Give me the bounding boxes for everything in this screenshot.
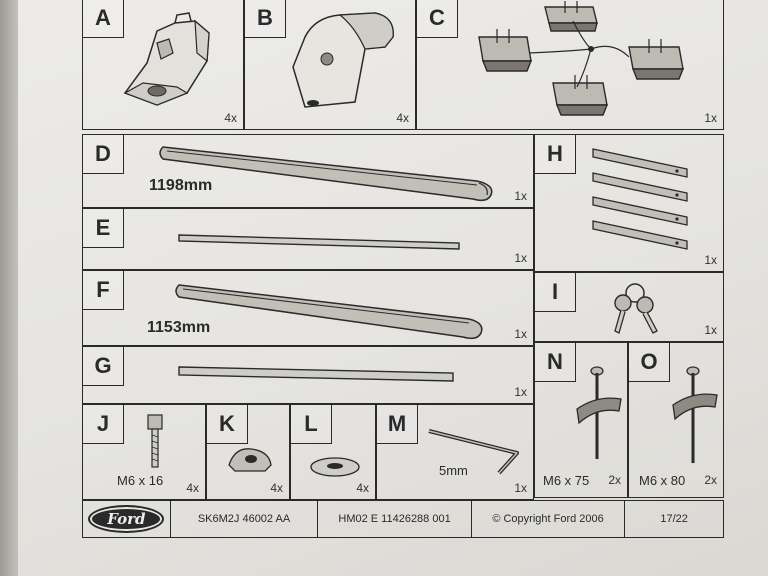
part-d-length: 1198mm xyxy=(149,177,213,194)
footer-copyright: © Copyright Ford 2006 xyxy=(472,501,626,537)
footer-logo-cell: Ford xyxy=(83,501,171,537)
part-b-qty: 4x xyxy=(396,111,409,125)
part-h-letter: H xyxy=(534,134,576,174)
part-l-cell: L 4x xyxy=(290,404,376,500)
foot-cover-illustration xyxy=(292,12,394,108)
part-k-qty: 4x xyxy=(270,481,283,495)
part-n-letter: N xyxy=(534,342,576,382)
part-e-letter: E xyxy=(82,208,124,248)
keys-illustration xyxy=(614,283,658,334)
binder-edge xyxy=(0,0,18,576)
washer-shaped-illustration xyxy=(228,448,272,472)
part-d-qty: 1x xyxy=(514,189,527,203)
part-c-qty: 1x xyxy=(704,111,717,125)
part-g-cell: G 1x xyxy=(82,346,534,404)
part-b-letter: B xyxy=(244,0,286,38)
part-g-letter: G xyxy=(82,346,124,386)
part-l-letter: L xyxy=(290,404,332,444)
part-o-qty: 2x xyxy=(704,473,717,487)
roof-bar-long-illustration xyxy=(159,146,493,202)
lock-cable-pads-illustration xyxy=(478,1,685,116)
part-e-cell: E 1x xyxy=(82,208,534,270)
part-j-letter: J xyxy=(82,404,124,444)
part-m-spec: 5mm xyxy=(439,463,468,478)
roof-bar-short-illustration xyxy=(175,284,483,340)
part-o-spec: M6 x 80 xyxy=(639,473,686,488)
part-j-spec: M6 x 16 xyxy=(117,473,164,488)
part-i-cell: I 1x xyxy=(534,272,724,342)
footer-bar: Ford SK6M2J 46002 AA HM02 E 11426288 001… xyxy=(82,500,724,538)
fitting-strips-illustration xyxy=(592,148,688,250)
allen-key-illustration xyxy=(428,429,519,475)
part-d-letter: D xyxy=(82,134,124,174)
part-k-cell: K 4x xyxy=(206,404,290,500)
bolt-o-illustration xyxy=(672,366,718,463)
part-o-letter: O xyxy=(628,342,670,382)
part-f-qty: 1x xyxy=(514,327,527,341)
part-f-length: 1153mm xyxy=(147,319,211,336)
part-c-cell: C 1x xyxy=(416,0,724,130)
footer-part-number: SK6M2J 46002 AA xyxy=(171,501,319,537)
part-h-cell: H 1x xyxy=(534,134,724,272)
flat-washer-illustration xyxy=(310,457,360,477)
screw-illustration xyxy=(147,414,163,468)
rubber-strip-short-illustration xyxy=(178,366,454,382)
part-a-cell: A 4x xyxy=(82,0,244,130)
part-f-letter: F xyxy=(82,270,124,310)
part-j-cell: J M6 x 16 4x xyxy=(82,404,206,500)
ford-logo: Ford xyxy=(88,505,165,533)
part-g-qty: 1x xyxy=(514,385,527,399)
footer-doc-number: HM02 E 11426288 001 xyxy=(318,501,472,537)
part-n-cell: N M6 x 75 2x xyxy=(534,342,628,498)
part-e-qty: 1x xyxy=(514,251,527,265)
bolt-n-illustration xyxy=(576,366,622,459)
part-i-qty: 1x xyxy=(704,323,717,337)
part-a-qty: 4x xyxy=(224,111,237,125)
part-f-cell: F 1153mm 1x xyxy=(82,270,534,346)
part-o-cell: O M6 x 80 2x xyxy=(628,342,724,498)
part-i-letter: I xyxy=(534,272,576,312)
part-c-letter: C xyxy=(416,0,458,38)
part-j-qty: 4x xyxy=(186,481,199,495)
part-m-qty: 1x xyxy=(514,481,527,495)
footer-page-number: 17/22 xyxy=(660,513,688,525)
part-h-qty: 1x xyxy=(704,253,717,267)
part-b-cell: B 4x xyxy=(244,0,416,130)
part-k-letter: K xyxy=(206,404,248,444)
rubber-strip-long-illustration xyxy=(178,234,460,250)
part-a-letter: A xyxy=(82,0,124,38)
part-n-spec: M6 x 75 xyxy=(543,473,590,488)
part-n-qty: 2x xyxy=(608,473,621,487)
part-m-cell: M 5mm 1x xyxy=(376,404,534,500)
foot-pack-illustration xyxy=(123,12,210,106)
part-l-qty: 4x xyxy=(356,481,369,495)
part-m-letter: M xyxy=(376,404,418,444)
part-d-cell: D 1198mm 1x xyxy=(82,134,534,208)
